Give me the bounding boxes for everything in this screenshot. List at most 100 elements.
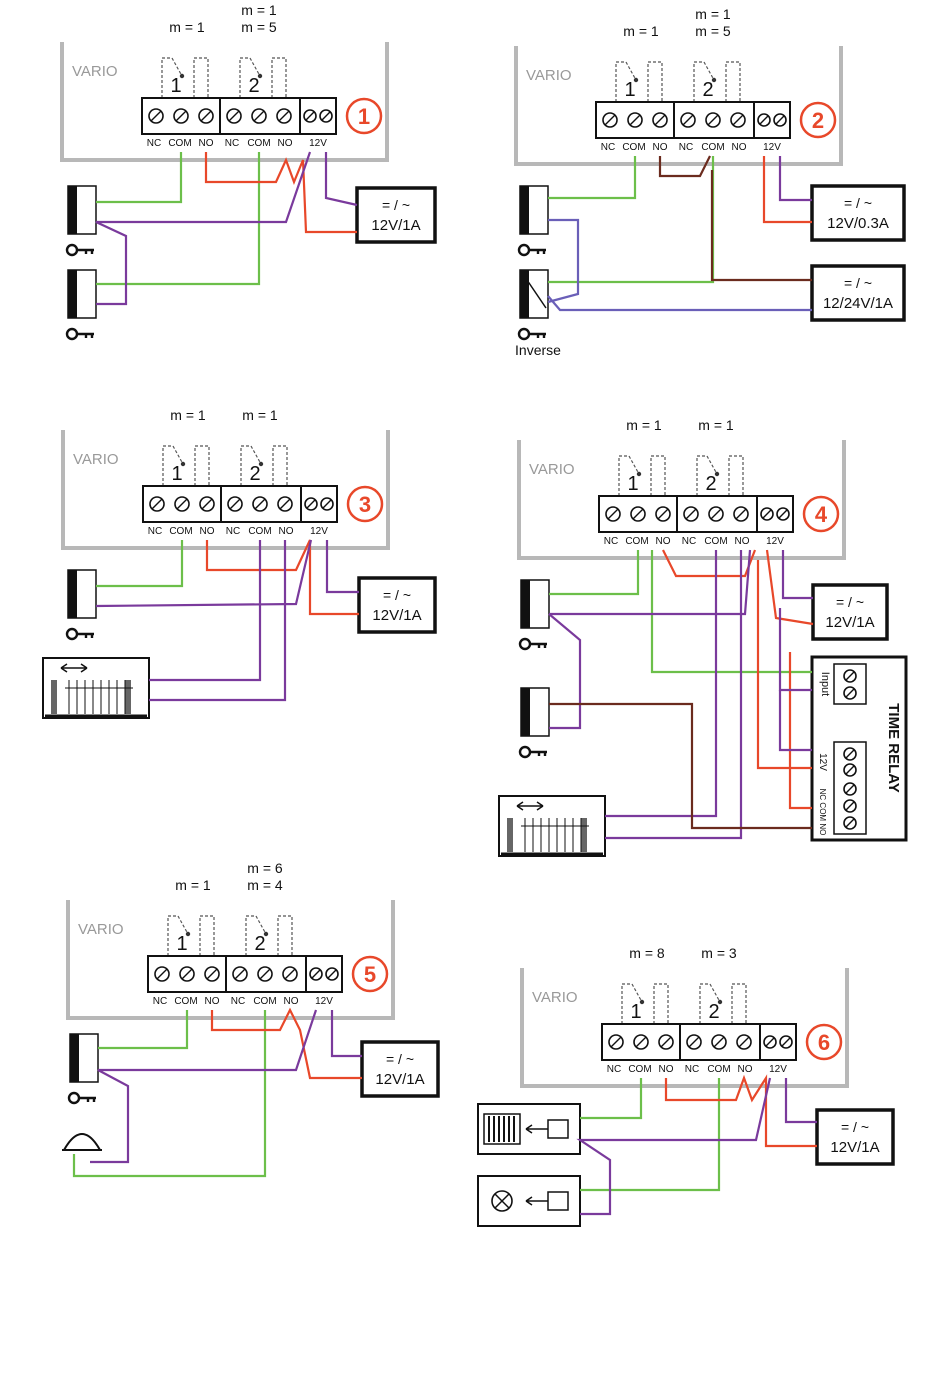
wire [95, 539, 313, 608]
diagram-number: 5 [364, 962, 376, 987]
wire [788, 652, 812, 810]
terminal-label: COM [707, 1064, 730, 1075]
terminal-label: NO [284, 996, 299, 1007]
relay-number-2: 2 [705, 473, 716, 495]
wire [95, 151, 312, 306]
diagram-number-badge [351, 955, 389, 993]
key-icon [517, 327, 531, 341]
wire [210, 1007, 362, 1080]
wire [778, 690, 812, 752]
relay-symbol-1 [618, 455, 666, 496]
wire [205, 539, 359, 616]
power-supply-rating: 12V/0.3A [827, 215, 889, 232]
diagram-number: 6 [818, 1030, 830, 1055]
terminal-label: NO [205, 996, 220, 1007]
terminal-label: NC [148, 526, 162, 537]
wire [710, 170, 812, 282]
power-supply-box [355, 186, 437, 244]
wire [650, 550, 812, 674]
terminal-label: NO [653, 142, 668, 153]
wire [781, 550, 813, 600]
wire [548, 613, 582, 730]
terminal-label: NC [682, 536, 696, 547]
power-supply-type: = / ~ [844, 195, 872, 211]
wire [549, 702, 812, 830]
wire [605, 550, 718, 818]
relay-symbol-1 [621, 983, 669, 1024]
wire [547, 218, 580, 304]
relay-symbol-1 [615, 61, 663, 102]
power-supply-box [811, 583, 889, 641]
key-icon [65, 627, 79, 641]
diagram-number-badge [799, 101, 837, 139]
power-supply-box [815, 1108, 895, 1166]
key-icon [517, 243, 531, 257]
mode-label-relay-1: m = 1 [170, 407, 206, 423]
diagram-number-badge [805, 1023, 843, 1061]
terminal-label: NO [279, 526, 294, 537]
relay-symbol-2 [240, 445, 288, 486]
vario-housing [60, 42, 389, 162]
diagram-number: 4 [815, 502, 828, 527]
wire [324, 152, 358, 207]
relay-symbol-2 [245, 915, 293, 956]
terminal-label: NC [601, 142, 615, 153]
terminal-label: COM [628, 1064, 651, 1075]
relay-number-1: 1 [624, 79, 635, 101]
mode-label-relay-1: m = 1 [623, 23, 659, 39]
relay-coil-icon [547, 1119, 569, 1139]
mode-label-relay-2: m = 1 [242, 407, 278, 423]
mode-label-relay-1: m = 1 [626, 417, 662, 433]
terminal-label: 12V [766, 536, 784, 547]
diagram-number-badge [346, 485, 384, 523]
relay-symbol-1 [167, 915, 215, 956]
vario-housing [517, 440, 846, 560]
time-relay-input-label: Input [819, 672, 831, 696]
terminal-label: NC [607, 1064, 621, 1075]
relay-number-2: 2 [702, 79, 713, 101]
terminal-label: COM [622, 142, 645, 153]
wire [330, 1010, 362, 1058]
terminal-label: COM [168, 138, 191, 149]
relay-symbol-2 [693, 61, 741, 102]
power-supply-type: = / ~ [383, 587, 411, 603]
power-supply-type: = / ~ [382, 197, 410, 213]
diagram-number: 3 [359, 492, 371, 517]
terminal-label: 12V [310, 526, 328, 537]
terminal-label: NC [153, 996, 167, 1007]
vario-label: VARIO [526, 67, 572, 84]
arrow-icon [60, 663, 88, 673]
power-supply-rating: 12/24V/1A [823, 295, 893, 312]
key-icon [518, 637, 532, 651]
wire [96, 152, 183, 204]
wire [549, 549, 752, 616]
terminal-label: COM [625, 536, 648, 547]
relay-number-1: 1 [176, 933, 187, 955]
wire [784, 1078, 817, 1124]
mode-label-relay-1: m = 1 [169, 19, 205, 35]
mode-label-relay-2: m = 1 [695, 6, 731, 22]
wire [576, 1077, 772, 1216]
terminal-label: COM [174, 996, 197, 1007]
relay-number-1: 1 [171, 463, 182, 485]
diagram-number: 2 [812, 108, 824, 133]
relay-number-2: 2 [254, 933, 265, 955]
key-icon [65, 327, 79, 341]
key-icon [65, 243, 79, 257]
terminal-label: COM [704, 536, 727, 547]
terminal-label: NO [656, 536, 671, 547]
terminal-label: NC [231, 996, 245, 1007]
wire [778, 156, 812, 202]
terminal-label: NC [604, 536, 618, 547]
wire [96, 152, 261, 286]
terminal-label: 12V [769, 1064, 787, 1075]
vario-housing [61, 430, 390, 550]
bell-icon [62, 1133, 102, 1151]
diagram-number-badge [802, 495, 840, 533]
wire [549, 550, 640, 596]
wire [547, 295, 812, 312]
